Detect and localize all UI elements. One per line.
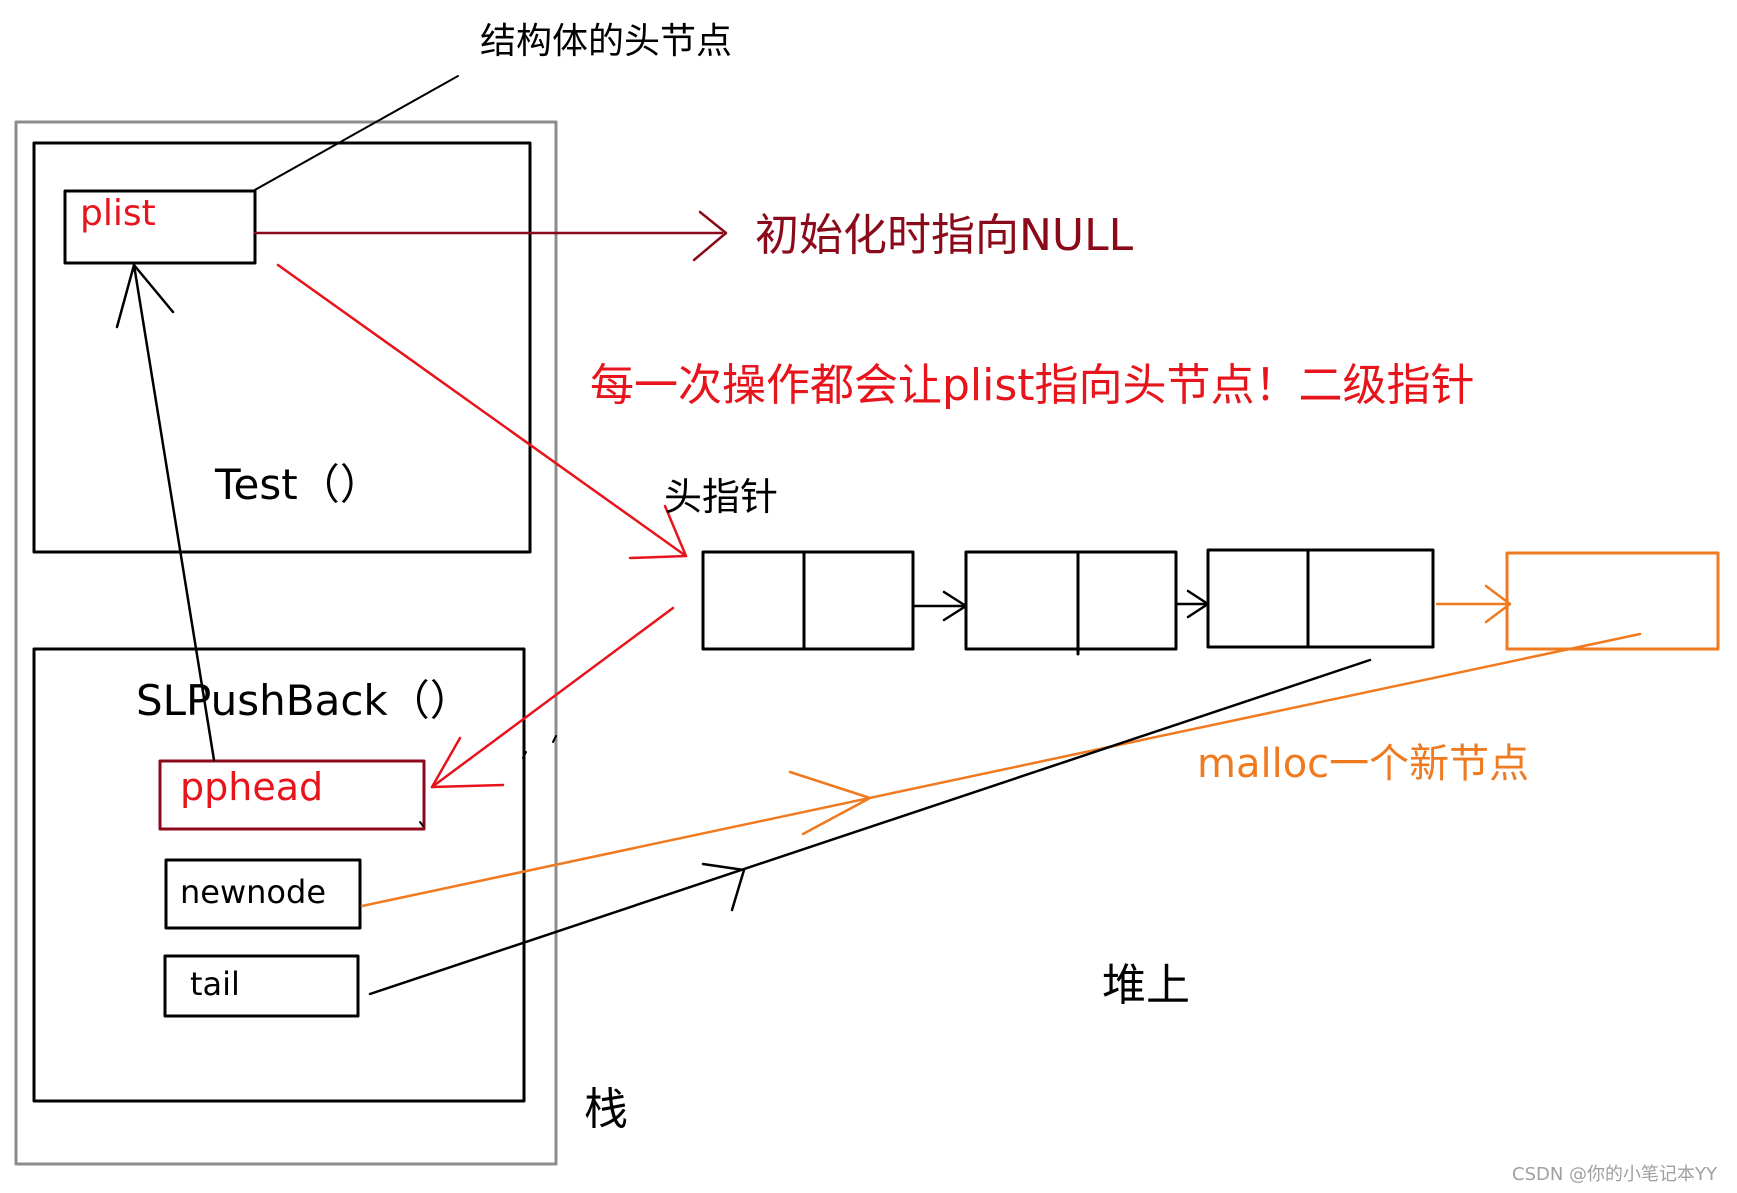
pushback-frame bbox=[32, 647, 526, 1103]
list-node-3 bbox=[1206, 548, 1435, 649]
newnode-arrowhead bbox=[788, 770, 872, 836]
plist-null-arrowhead bbox=[692, 210, 728, 262]
watermark-label: CSDN @你的小笔记本YY bbox=[1512, 1164, 1718, 1185]
malloc-new-label: malloc一个新节点 bbox=[1197, 741, 1530, 787]
link-1-2-arrowhead bbox=[942, 590, 968, 622]
pphead-box bbox=[158, 759, 426, 831]
init-null-label: 初始化时指向NULL bbox=[755, 210, 1134, 261]
plist-label: plist bbox=[80, 193, 156, 234]
link-2-3-arrowhead bbox=[1186, 589, 1210, 619]
head-pointer-label: 头指针 bbox=[664, 475, 779, 519]
head-node-leader-line bbox=[252, 75, 459, 192]
each-op-label: 每一次操作都会让plist指向头节点！二级指针 bbox=[590, 360, 1475, 411]
stack-frame bbox=[14, 120, 558, 1166]
stray-mark-2 bbox=[522, 751, 527, 759]
tail-box bbox=[163, 954, 360, 1018]
tail-arrowhead bbox=[701, 862, 746, 912]
test-func-label: Test（） bbox=[215, 460, 382, 509]
node-pphead-arrowhead bbox=[430, 736, 505, 789]
plist-head-arrowhead bbox=[628, 504, 688, 560]
pphead-plist-arrowhead bbox=[115, 263, 175, 329]
newnode-box bbox=[164, 858, 362, 930]
head-node-struct-label: 结构体的头节点 bbox=[480, 21, 733, 62]
link-3-new-arrowhead bbox=[1484, 584, 1512, 624]
plist-box bbox=[63, 189, 257, 265]
pphead-plist-arrow bbox=[132, 263, 216, 762]
list-node-2 bbox=[964, 550, 1178, 651]
newnode-label: newnode bbox=[180, 873, 326, 911]
test-frame bbox=[32, 141, 532, 554]
stray-mark-1 bbox=[552, 735, 557, 743]
stack-label: 栈 bbox=[584, 1084, 628, 1135]
plist-head-arrow bbox=[276, 263, 688, 558]
push-back-func-label: SLPushBack（） bbox=[136, 676, 472, 725]
heap-label: 堆上 bbox=[1102, 960, 1190, 1011]
pphead-label: pphead bbox=[180, 765, 324, 809]
newnode-arrow bbox=[360, 632, 1642, 908]
list-node-1 bbox=[701, 550, 915, 651]
new-node bbox=[1505, 551, 1720, 651]
stray-mark-3 bbox=[419, 821, 424, 827]
node-pphead-arrow bbox=[430, 606, 675, 789]
tail-arrow bbox=[368, 658, 1372, 996]
tail-label: tail bbox=[190, 965, 240, 1003]
